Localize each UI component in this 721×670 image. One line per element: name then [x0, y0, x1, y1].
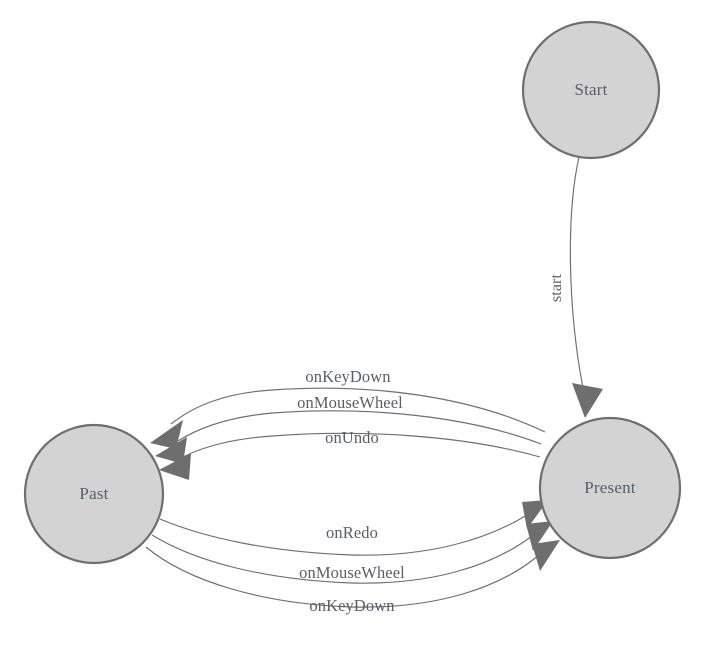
edge-past-to-present-onkeydown[interactable]: onKeyDown	[145, 540, 560, 615]
edge-present-to-past-onkeydown-path	[170, 387, 546, 433]
edge-present-to-past-onmousewheel-path	[177, 410, 542, 445]
edge-present-to-past-onkeydown-arrowhead	[150, 420, 183, 449]
edge-past-to-present-onkeydown-path	[145, 546, 540, 608]
edge-past-to-present-onkeydown-arrowhead	[532, 540, 560, 571]
node-start[interactable]: Start	[521, 20, 661, 160]
edge-past-to-present-onredo-arrowhead	[522, 500, 548, 529]
node-past-circle	[23, 423, 165, 565]
edge-start-to-present-arrowhead	[572, 383, 603, 418]
edge-past-to-present-onmousewheel-arrowhead	[526, 521, 553, 551]
node-present[interactable]: Present	[538, 416, 682, 560]
edge-present-to-past-onkeydown[interactable]: onKeyDown	[150, 367, 546, 449]
edge-label-start: start	[548, 274, 565, 303]
node-present-circle	[538, 416, 682, 560]
edge-start-to-present-path	[569, 156, 584, 389]
edge-label-present-past-onmousewheel: onMouseWheel	[297, 393, 403, 412]
edge-label-present-past-onundo: onUndo	[325, 428, 379, 447]
edge-past-to-present-onredo-path	[159, 514, 528, 556]
node-present-label: Present	[584, 478, 636, 497]
edge-start-to-present[interactable]: start	[548, 156, 603, 418]
node-past-label: Past	[79, 484, 108, 503]
edge-label-past-present-onkeydown: onKeyDown	[309, 596, 394, 615]
edge-present-to-past-onundo[interactable]: onUndo	[159, 428, 541, 480]
node-start-circle	[521, 20, 661, 160]
edge-past-to-present-onmousewheel-path	[151, 534, 533, 584]
edge-past-to-present-onredo[interactable]: onRedo	[159, 500, 548, 556]
edge-present-to-past-onundo-arrowhead	[159, 453, 191, 480]
node-start-label: Start	[574, 80, 607, 99]
edge-present-to-past-onundo-path	[182, 432, 541, 458]
edge-present-to-past-onmousewheel[interactable]: onMouseWheel	[155, 393, 542, 464]
edge-present-to-past-onmousewheel-arrowhead	[155, 437, 187, 464]
node-past[interactable]: Past	[23, 423, 165, 565]
edge-label-past-present-onmousewheel: onMouseWheel	[299, 563, 405, 582]
edge-label-present-past-onkeydown: onKeyDown	[305, 367, 390, 386]
edge-label-past-present-onredo: onRedo	[326, 523, 378, 542]
edge-past-to-present-onmousewheel[interactable]: onMouseWheel	[151, 521, 553, 584]
